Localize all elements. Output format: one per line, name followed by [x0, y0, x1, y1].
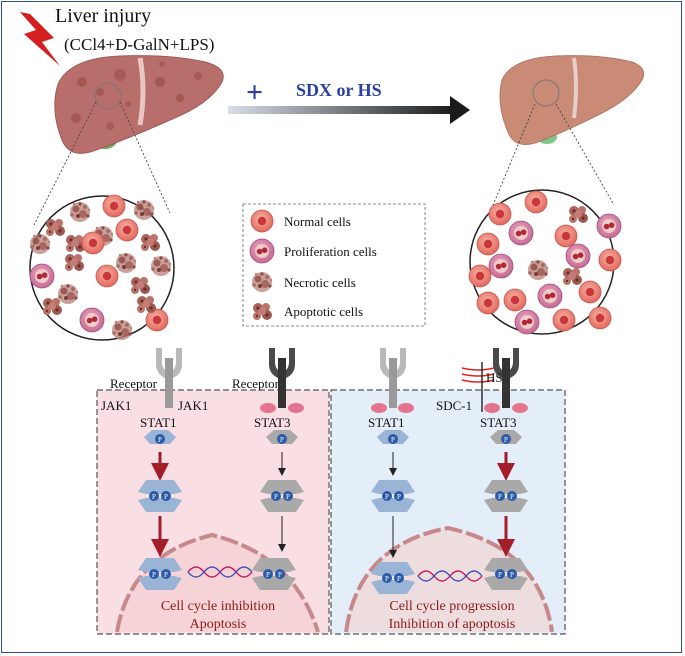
receptor-cap — [288, 403, 304, 413]
right-nucleus-membrane — [344, 525, 554, 633]
receptor-label: Receptor — [232, 376, 280, 391]
stat1-label: STAT1 — [140, 415, 177, 430]
phospho-pair: P P — [271, 491, 293, 501]
svg-text:P: P — [397, 575, 401, 583]
stat3-label: STAT3 — [254, 415, 291, 430]
svg-text:P: P — [152, 493, 156, 501]
jak1-label: JAK1 — [101, 398, 131, 413]
svg-text:P: P — [274, 493, 278, 501]
svg-text:P: P — [278, 571, 282, 579]
injured-liver — [54, 55, 224, 154]
healthy-liver — [499, 55, 645, 145]
jak1-label: JAK1 — [178, 398, 208, 413]
svg-text:P: P — [498, 571, 502, 579]
phospho-pair: P P — [382, 573, 404, 583]
sdc1-label: SDC-1 — [436, 398, 472, 413]
phospho-pair: P P — [495, 491, 517, 501]
svg-text:P: P — [164, 493, 168, 501]
legend-box — [242, 203, 426, 327]
treatment-arrow — [228, 96, 470, 124]
svg-text:P: P — [158, 436, 162, 444]
dna-helix — [187, 566, 253, 578]
hs-chain — [461, 362, 495, 412]
legend-label: Apoptotic cells — [284, 304, 363, 319]
phospho-badge: P — [277, 434, 287, 444]
left-nucleus-membrane — [115, 532, 320, 633]
receptor-cap — [512, 403, 528, 413]
dna-helix — [417, 570, 483, 582]
legend-label: Proliferation cells — [284, 244, 377, 259]
svg-text:P: P — [397, 493, 401, 501]
plus-sign: + — [246, 76, 263, 109]
phospho-badge: P — [501, 434, 511, 444]
stat3-label: STAT3 — [480, 415, 517, 430]
legend: Normal cells Proliferation cells Necroti… — [242, 203, 426, 327]
right-outcome-2: Inhibition of apoptosis — [389, 617, 516, 632]
svg-text:P: P — [498, 493, 502, 501]
hs-label: HS — [486, 370, 503, 385]
legend-label: Normal cells — [284, 214, 351, 229]
stat1-label: STAT1 — [368, 415, 405, 430]
injury-title: Liver injury — [55, 5, 151, 27]
legend-normal-swatch — [250, 209, 274, 233]
zoom-line — [33, 101, 97, 226]
receptor-cap — [260, 403, 276, 413]
svg-text:P: P — [152, 571, 156, 579]
svg-text:P: P — [510, 493, 514, 501]
svg-text:P: P — [391, 436, 395, 444]
phospho-pair: P P — [382, 491, 404, 501]
legend-proliferation-swatch — [249, 238, 275, 264]
svg-text:P: P — [164, 571, 168, 579]
svg-text:P: P — [504, 436, 508, 444]
svg-text:P: P — [266, 571, 270, 579]
phospho-pair: P P — [149, 491, 171, 501]
svg-text:P: P — [385, 575, 389, 583]
right-outcome-1: Cell cycle progression — [389, 599, 514, 614]
receptor-cap — [398, 403, 414, 413]
receptor-cap — [371, 403, 387, 413]
zoom-line — [119, 101, 171, 214]
left-outcome-1: Cell cycle inhibition — [161, 599, 275, 614]
left-outcome-2: Apoptosis — [190, 617, 247, 632]
phospho-pair: P P — [149, 569, 171, 579]
injured-tissue-circle — [29, 194, 175, 341]
zoom-line — [485, 103, 536, 223]
svg-text:P: P — [385, 493, 389, 501]
phospho-badge: P — [155, 434, 165, 444]
zoom-line — [555, 103, 615, 206]
injury-agents: (CCl4+D-GalN+LPS) — [64, 35, 214, 54]
treatment-label: SDX or HS — [296, 80, 382, 100]
svg-text:P: P — [510, 571, 514, 579]
lightning-icon — [20, 12, 60, 66]
svg-text:P: P — [280, 436, 284, 444]
svg-text:P: P — [286, 493, 290, 501]
legend-label: Necrotic cells — [284, 275, 356, 290]
phospho-badge: P — [388, 434, 398, 444]
phospho-pair: P P — [495, 569, 517, 579]
receptor-cap — [484, 403, 500, 413]
phospho-pair: P P — [263, 569, 285, 579]
healthy-tissue-circle — [468, 189, 622, 335]
receptor-label: Receptor — [110, 376, 158, 391]
